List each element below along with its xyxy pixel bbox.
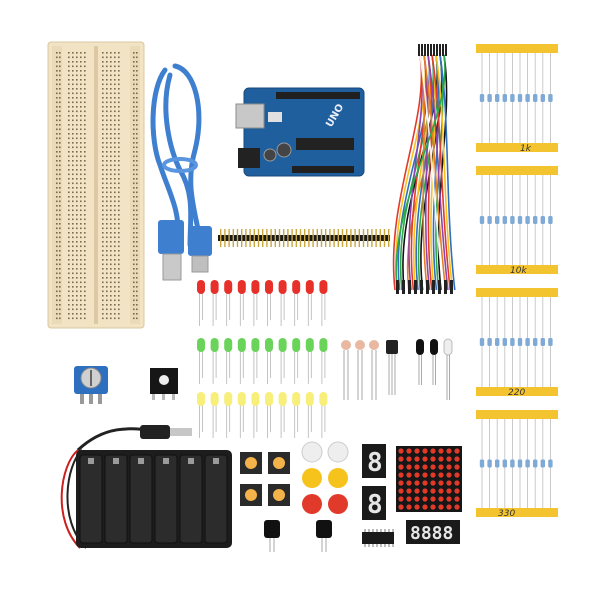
breadboard bbox=[47, 41, 145, 329]
yellow-led-row bbox=[197, 392, 328, 438]
resistor-strip-220: 220 bbox=[476, 288, 558, 398]
arduino-uno-board: UNO bbox=[235, 87, 365, 177]
jumper-wire-bundle bbox=[392, 44, 456, 294]
button-caps bbox=[301, 441, 349, 514]
svg-text:8: 8 bbox=[367, 490, 383, 520]
four-digit-display: 8888 bbox=[406, 520, 460, 544]
resistor-strip-1k: 1k bbox=[476, 44, 558, 154]
buzzers bbox=[264, 520, 332, 552]
sensor-module bbox=[150, 368, 178, 400]
header-pin-strip bbox=[218, 229, 390, 247]
tactile-buttons bbox=[240, 452, 290, 506]
red-led-row bbox=[197, 280, 328, 326]
green-led-row bbox=[197, 338, 328, 384]
photoresistors bbox=[341, 340, 379, 400]
tape-label-220: 220 bbox=[508, 388, 525, 398]
resistor-strip-330: 330 bbox=[476, 410, 558, 519]
svg-text:8: 8 bbox=[367, 448, 383, 478]
battery-holder bbox=[76, 450, 232, 548]
ir-receiver bbox=[386, 340, 398, 395]
led-dot-matrix bbox=[396, 446, 462, 512]
seven-segment-displays: 8 8 bbox=[362, 444, 386, 520]
usb-plug-b bbox=[188, 226, 212, 273]
potentiometer bbox=[74, 366, 108, 404]
svg-text:8888: 8888 bbox=[410, 523, 453, 544]
tape-label-330: 330 bbox=[498, 509, 515, 519]
usb-plug-a bbox=[158, 220, 184, 281]
usb-cable bbox=[150, 63, 203, 248]
tape-label-1k: 1k bbox=[520, 144, 532, 154]
ic-chip bbox=[362, 529, 394, 547]
ir-leds bbox=[416, 338, 453, 400]
tape-label-10k: 10k bbox=[510, 266, 527, 276]
resistor-strip-10k: 10k bbox=[476, 166, 558, 276]
